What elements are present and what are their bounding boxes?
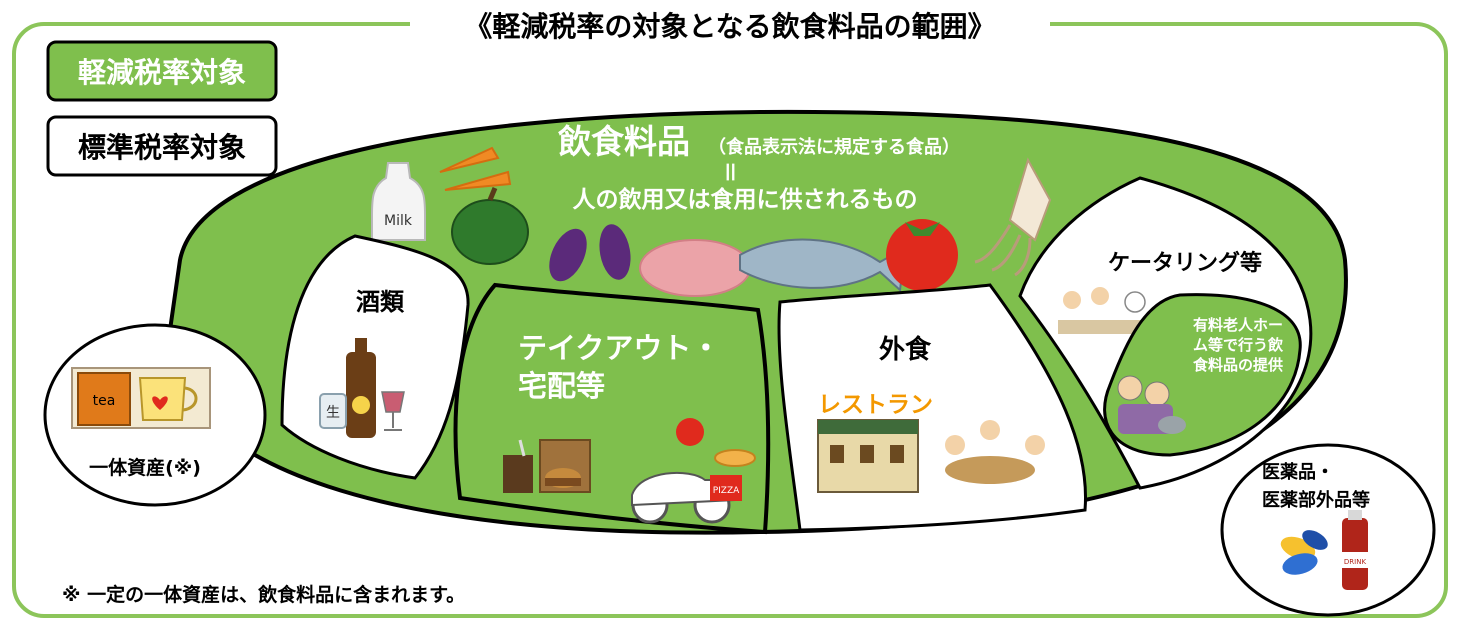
legend-standard-label: 標準税率対象 (78, 131, 246, 164)
wine-glass-icon (381, 391, 405, 431)
legend-reduced-box (46, 40, 278, 102)
pizza-scooter-icon: PIZZA (631, 418, 756, 524)
hamburger-icon (545, 468, 581, 488)
food-definition: 人の飲用又は食用に供されるもの (573, 186, 918, 213)
medicine-label-line2: 医薬部外品等 (1262, 489, 1370, 511)
nursing-label-line1: 有料老人ホー (1193, 316, 1283, 334)
eggplant-icon (549, 224, 631, 282)
medicine-circle (1220, 443, 1436, 617)
catering-staff-icon (1058, 287, 1148, 334)
milk-label: Milk (384, 213, 413, 229)
legend-standard-box (46, 115, 278, 177)
takeout-label-line1: テイクアウト・ (518, 331, 720, 365)
legend-reduced-label: 軽減税率対象 (78, 56, 246, 89)
food-equals: ＝ (716, 161, 741, 183)
meat-icon (639, 239, 751, 297)
squid-icon (974, 157, 1052, 277)
diners-icon (945, 420, 1045, 484)
legend: 軽減税率対象 標準税率対象 (46, 40, 278, 177)
nursing-label-line3: 食料品の提供 (1193, 356, 1283, 374)
alcohol-label: 酒類 (356, 288, 405, 316)
tea-label: tea (93, 393, 116, 409)
beer-bottle-icon (346, 338, 376, 438)
food-title-note: （食品表示法に規定する食品） (708, 136, 960, 158)
food-title: 飲食料品 (558, 122, 690, 161)
catering-label: ケータリング等 (1108, 250, 1262, 276)
drink-bottle-icon: DRINK (1342, 510, 1368, 590)
tomato-icon (886, 219, 958, 291)
sake-label: 生 (326, 405, 340, 421)
milk-bottle-icon: Milk (371, 162, 426, 241)
restaurant-building-icon (817, 419, 919, 493)
takeout-drink-icon (503, 439, 533, 493)
carrot-icon (439, 146, 512, 191)
title-background (410, 6, 1050, 46)
integrated-assets-label: 一体資産(※) (89, 456, 201, 479)
medicine-label-line1: 医薬品・ (1262, 462, 1334, 483)
drink-label: DRINK (1344, 558, 1367, 566)
footnote: ※ 一定の一体資産は、飲食料品に含まれます。 (62, 583, 465, 606)
fish-icon (739, 238, 907, 293)
elderly-couple-icon (1117, 375, 1186, 434)
tea-cup-icon (138, 377, 198, 421)
dining-out-label: 外食 (879, 334, 932, 365)
restaurant-label: レストラン (818, 392, 933, 418)
pizza-label: PIZZA (713, 486, 740, 496)
capsules-icon (1280, 530, 1328, 575)
takeout-label-line2: 宅配等 (518, 369, 605, 403)
takeout-region (453, 282, 771, 535)
pumpkin-icon (451, 187, 529, 265)
nursing-label-line2: ム等で行う飲 (1193, 336, 1284, 354)
diagram-title: 《軽減税率の対象となる飲食料品の範囲》 (464, 10, 995, 43)
sake-cup-icon: 生 (319, 393, 347, 429)
